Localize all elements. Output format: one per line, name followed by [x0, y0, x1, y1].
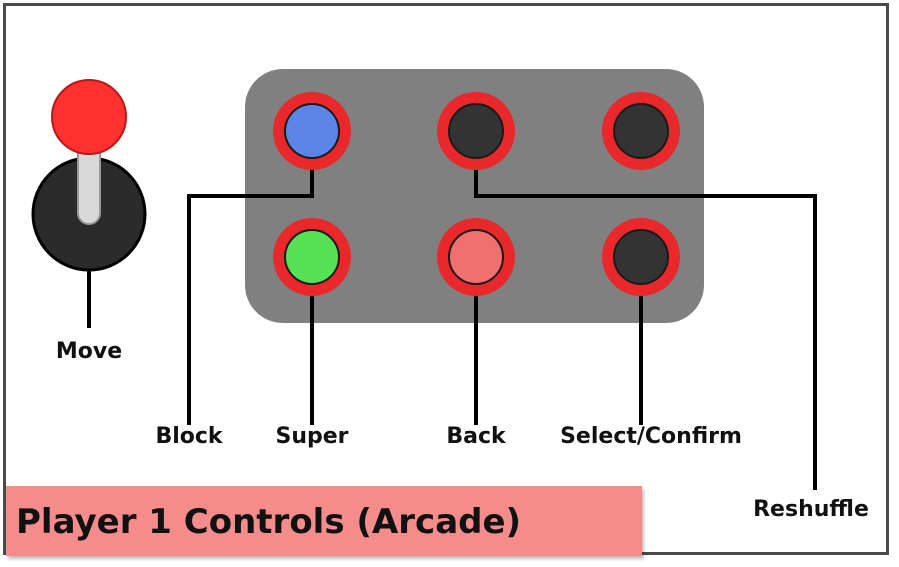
joystick-ball	[51, 79, 127, 155]
page-title: Player 1 Controls (Arcade)	[16, 502, 522, 542]
joystick	[31, 79, 147, 272]
button-super[interactable]	[273, 218, 351, 296]
label-back: Back	[446, 424, 506, 449]
button-back-top[interactable]	[437, 92, 515, 170]
label-reshuffle: Reshuffle	[753, 497, 869, 522]
reshuffle-line	[474, 168, 817, 490]
block-line	[187, 168, 314, 425]
label-super: Super	[275, 424, 349, 449]
button-top-right[interactable]	[602, 92, 680, 170]
button-select-confirm[interactable]	[602, 218, 680, 296]
button-block[interactable]	[273, 92, 351, 170]
button-back[interactable]	[437, 218, 515, 296]
label-block: Block	[155, 424, 223, 449]
title-banner: Player 1 Controls (Arcade)	[6, 486, 642, 556]
label-move: Move	[55, 339, 123, 364]
label-select-confirm: Select/Confirm	[560, 424, 742, 449]
